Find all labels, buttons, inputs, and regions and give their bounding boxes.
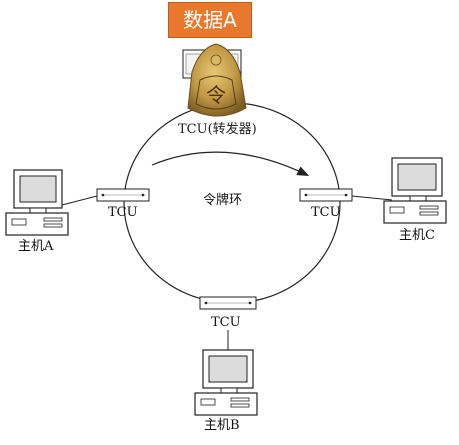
- tcu-left: [96, 188, 150, 202]
- cable-host-c: [351, 195, 393, 201]
- tcu-right-label: TCU: [311, 205, 341, 220]
- computer-icon-host-b: [194, 349, 258, 416]
- tcu-bottom: [199, 296, 257, 310]
- computer-icon-host-c: [383, 157, 447, 224]
- tcu-right: [299, 188, 353, 202]
- tcu-bottom-label: TCU: [211, 315, 241, 330]
- tcu-left-label: TCU: [108, 205, 138, 220]
- ring-label: 令牌环: [203, 193, 243, 208]
- host-b-label: 主机B: [204, 418, 240, 433]
- token-plaque-icon: 令: [187, 43, 247, 117]
- cable-host-a: [61, 195, 98, 206]
- tcu-top-label: TCU(转发器): [178, 122, 257, 137]
- ring-direction-arrow: [151, 151, 310, 177]
- host-a-label: 主机A: [18, 239, 54, 254]
- computer-icon-host-a: [5, 169, 69, 236]
- host-c-label: 主机C: [399, 228, 435, 243]
- token-glyph: 令: [206, 83, 226, 107]
- data-a-label: 数据A: [168, 2, 252, 38]
